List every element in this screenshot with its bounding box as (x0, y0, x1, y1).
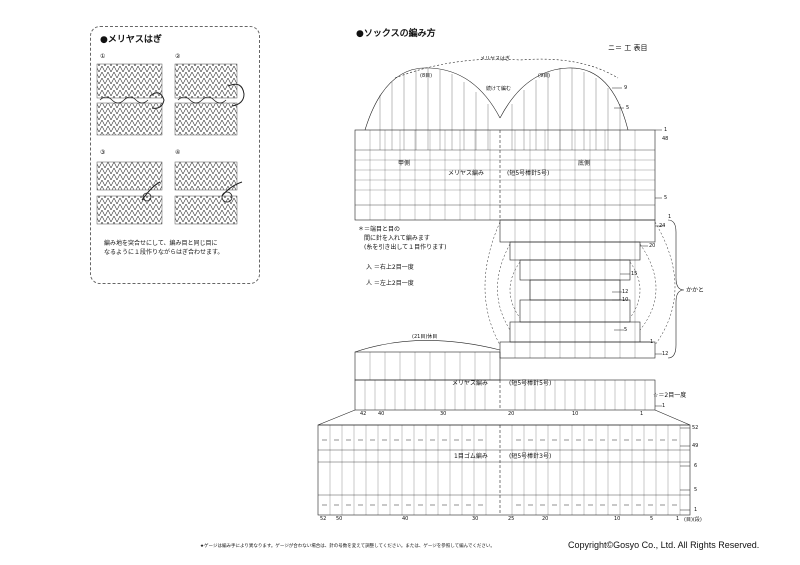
leg-stitch-20: 20 (508, 411, 515, 417)
row-mark-48: 48 (662, 136, 669, 142)
knit-swatch-step3 (96, 161, 163, 225)
decrease-left-legend: 人 ＝左上2目一度 (366, 280, 414, 287)
leg-row-1: 1 (662, 403, 666, 409)
rib-stitch-label: 1目ゴム編み (454, 453, 488, 460)
right-toe-count: (9目) (538, 73, 551, 79)
knit-swatch-step2 (174, 63, 245, 136)
heel-row-10: 10 (622, 297, 629, 303)
heel-row-15: 15 (631, 271, 638, 277)
bottom-stitch-50: 50 (336, 516, 343, 522)
rib-row-52: 52 (692, 425, 699, 431)
row-mark-mid-5: 5 (664, 195, 668, 201)
bottom-stitch-1: 1 (676, 516, 680, 522)
leg-needle-label: (短5号棒針5号) (509, 380, 552, 387)
step-label-4: ④ (175, 149, 181, 156)
footnote: ★ゲージは編み手により異なります。ゲージが合わない場合は、針の号数を変えて調整し… (200, 544, 495, 549)
heel-row-1: 1 (650, 339, 654, 345)
row-mark-mid-1: 1 (668, 214, 672, 220)
step-label-2: ② (175, 53, 181, 60)
bottom-stitch-30: 30 (472, 516, 479, 522)
copyright: Copyright©Gosyo Co., Ltd. All Rights Res… (568, 540, 760, 550)
body-needle-label: (短5号棒針5号) (507, 170, 550, 177)
bottom-stitch-40: 40 (402, 516, 409, 522)
top-side-label: 甲側 (398, 160, 411, 167)
kitchener-note-1: ＊＝端目と目の (358, 226, 401, 233)
decrease-right-legend: 入 ＝右上2目一度 (366, 264, 414, 271)
stitch-legend: ニ＝ 工 表目 (608, 44, 648, 52)
inset-note-line1: 編み地を突合せにして、編み目と同じ目に (104, 240, 218, 247)
step-label-1: ① (100, 53, 106, 60)
heel-label: かかと (686, 287, 705, 294)
row-mark-5: 5 (626, 105, 630, 111)
bottom-stitch-10: 10 (614, 516, 621, 522)
bottom-stitch-25: 25 (508, 516, 515, 522)
bottom-stitch-20: 20 (542, 516, 549, 522)
bottom-row-unit: (目)(段) (684, 517, 702, 523)
bottom-side-label: 底側 (578, 160, 591, 167)
heel-row-20: 20 (649, 243, 656, 249)
center-continue-note: 続けて編む (486, 86, 512, 92)
leg-stitch-1: 1 (640, 411, 644, 417)
star-decrease-note: ☆＝2目一度 (653, 392, 687, 399)
row-mark-1: 1 (664, 127, 668, 133)
heel-row-12: 12 (622, 289, 629, 295)
rib-row-1: 1 (694, 507, 698, 513)
rib-row-49: 49 (692, 443, 699, 449)
inset-title: ●メリヤスはぎ (100, 35, 162, 45)
top-graft-label: メリヤスはぎ (480, 56, 511, 62)
instep-rest-count: (21目)休目 (412, 334, 438, 340)
rib-row-6: 6 (694, 463, 698, 469)
body-stitch-label: メリヤス編み (448, 170, 485, 177)
leg-stitch-10: 10 (572, 411, 579, 417)
rib-row-5: 5 (694, 487, 698, 493)
leg-stitch-40: 40 (378, 411, 385, 417)
kitchener-note-2: 間に針を入れて編みます (364, 235, 430, 242)
inset-note-line2: なるように１段作りながらはぎ合わせます。 (104, 249, 224, 256)
rib-needle-label: (短5号棒針3号) (509, 453, 552, 460)
row-mark-9: 9 (624, 85, 628, 91)
heel-row-5: 5 (624, 327, 628, 333)
main-title: ●ソックスの編み方 (356, 29, 436, 39)
bottom-stitch-5: 5 (650, 516, 654, 522)
step-label-3: ③ (100, 149, 106, 156)
knit-swatch-step1 (96, 63, 165, 136)
kitchener-note-3: (糸を引き出して１目作ります) (364, 244, 447, 251)
knit-swatch-step4 (174, 161, 243, 225)
bottom-stitch-52: 52 (320, 516, 327, 522)
kitchener-inset-panel (90, 26, 260, 284)
leg-stitch-42: 42 (360, 411, 367, 417)
leg-stitch-label: メリヤス編み (452, 380, 489, 387)
heel-row-end-12: 12 (662, 351, 669, 357)
left-toe-count: (8目) (420, 73, 433, 79)
heel-row-24: 24 (659, 223, 666, 229)
leg-stitch-30: 30 (440, 411, 447, 417)
